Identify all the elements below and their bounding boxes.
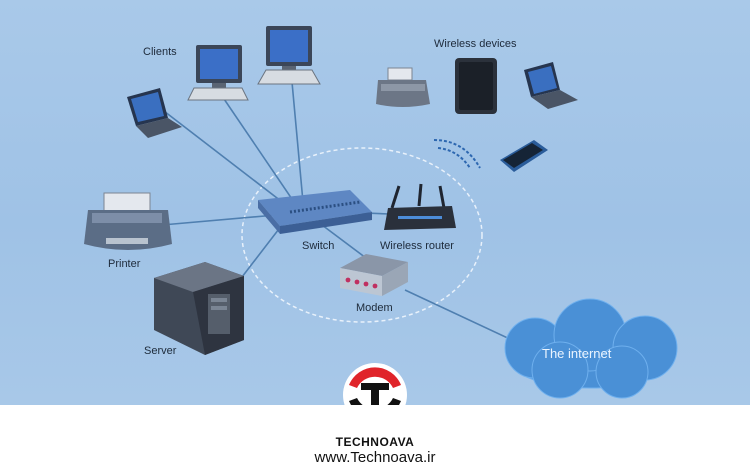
- link-laptop: [159, 107, 291, 209]
- link-modem: [317, 221, 367, 259]
- footer: TECHNOAVA www.Technoava.ir: [0, 405, 750, 475]
- wireless-signal-icon: [433, 139, 481, 169]
- diagram-graphics: [84, 26, 678, 399]
- link-printer: [161, 214, 277, 226]
- internet-cloud-icon: [504, 298, 678, 399]
- label-internet: The internet: [542, 346, 612, 361]
- label-wireless-router: Wireless router: [380, 240, 454, 252]
- label-printer: Printer: [108, 258, 141, 270]
- laptop-icon: [127, 88, 182, 138]
- link-desktop-2: [291, 81, 304, 203]
- modem-icon: [340, 254, 408, 296]
- printer-icon: [376, 67, 430, 107]
- smartphone-icon: [500, 140, 548, 172]
- desktop-computer-icon: [257, 26, 321, 85]
- link-internet: [404, 289, 513, 341]
- label-modem: Modem: [356, 302, 393, 314]
- label-wireless-devices: Wireless devices: [434, 38, 517, 50]
- label-clients: Clients: [143, 46, 177, 58]
- switch-icon: [258, 190, 372, 234]
- label-switch: Switch: [302, 240, 335, 252]
- link-desktop-1: [221, 95, 297, 206]
- connection-lines: [159, 81, 513, 341]
- network-boundary: [241, 147, 483, 323]
- label-server: Server: [144, 345, 177, 357]
- tablet-icon: [455, 58, 497, 114]
- brand-url[interactable]: www.Technoava.ir: [314, 449, 436, 466]
- wireless-router-icon: [384, 183, 456, 230]
- brand-name: TECHNOAVA: [335, 435, 415, 449]
- desktop-computer-icon: [187, 45, 249, 101]
- printer-icon: [84, 192, 172, 250]
- network-diagram: Clients Wireless devices Printer Server …: [0, 0, 750, 405]
- laptop-icon: [524, 62, 578, 109]
- server-icon: [154, 262, 244, 355]
